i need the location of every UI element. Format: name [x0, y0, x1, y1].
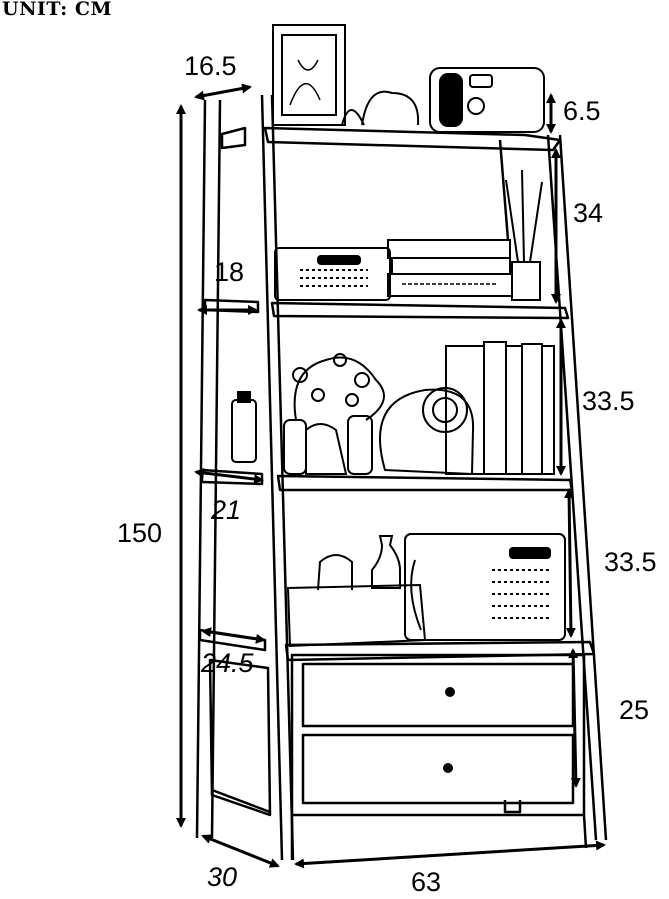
tier1-height-label: 34 [573, 198, 604, 228]
dimension-arrows [176, 83, 606, 869]
tier3-depth-label: 21 [211, 495, 242, 525]
picture-frame [272, 24, 346, 126]
cabinet-height-arrow [568, 648, 581, 788]
tier2-depth-label: 18 [214, 257, 245, 287]
diffuser [511, 261, 541, 301]
front-left-leg [260, 94, 284, 861]
shelf-4 [284, 640, 596, 662]
bottle-tall [371, 535, 401, 589]
tier4-depth-label: 24.5 [201, 648, 254, 678]
tier3-depth-arrow [194, 467, 264, 485]
drawer-bottom [301, 733, 575, 805]
unit-label: UNIT: CM [2, 0, 113, 20]
cabinet-body [290, 653, 586, 817]
shelf-3 [276, 474, 574, 492]
decor-items [231, 24, 566, 648]
width-arrow [294, 840, 606, 869]
drawer-top [301, 662, 575, 728]
tier3-height-arrow [564, 488, 576, 638]
base-depth-arrow [201, 834, 280, 868]
knob-icon [443, 763, 453, 773]
globe-decor [379, 388, 475, 476]
top-gap-label: 6.5 [563, 96, 601, 126]
knob-icon [445, 687, 455, 697]
vase [305, 423, 348, 475]
top-depth-label: 16.5 [184, 51, 237, 81]
radio [429, 67, 545, 133]
cabinet-height-label: 25 [619, 695, 650, 725]
base-depth-label: 30 [207, 862, 238, 892]
shelf-1 [263, 126, 562, 152]
total-height-label: 150 [117, 518, 163, 548]
width-label: 63 [411, 867, 442, 897]
bottle [231, 399, 257, 463]
shelf-2 [270, 301, 570, 320]
tier4-depth-arrow [201, 627, 266, 644]
tier2-height-label: 33.5 [582, 386, 635, 416]
tier3-height-label: 33.5 [604, 547, 657, 577]
top-depth-arrow [194, 83, 252, 101]
shelf-frame [195, 94, 608, 861]
